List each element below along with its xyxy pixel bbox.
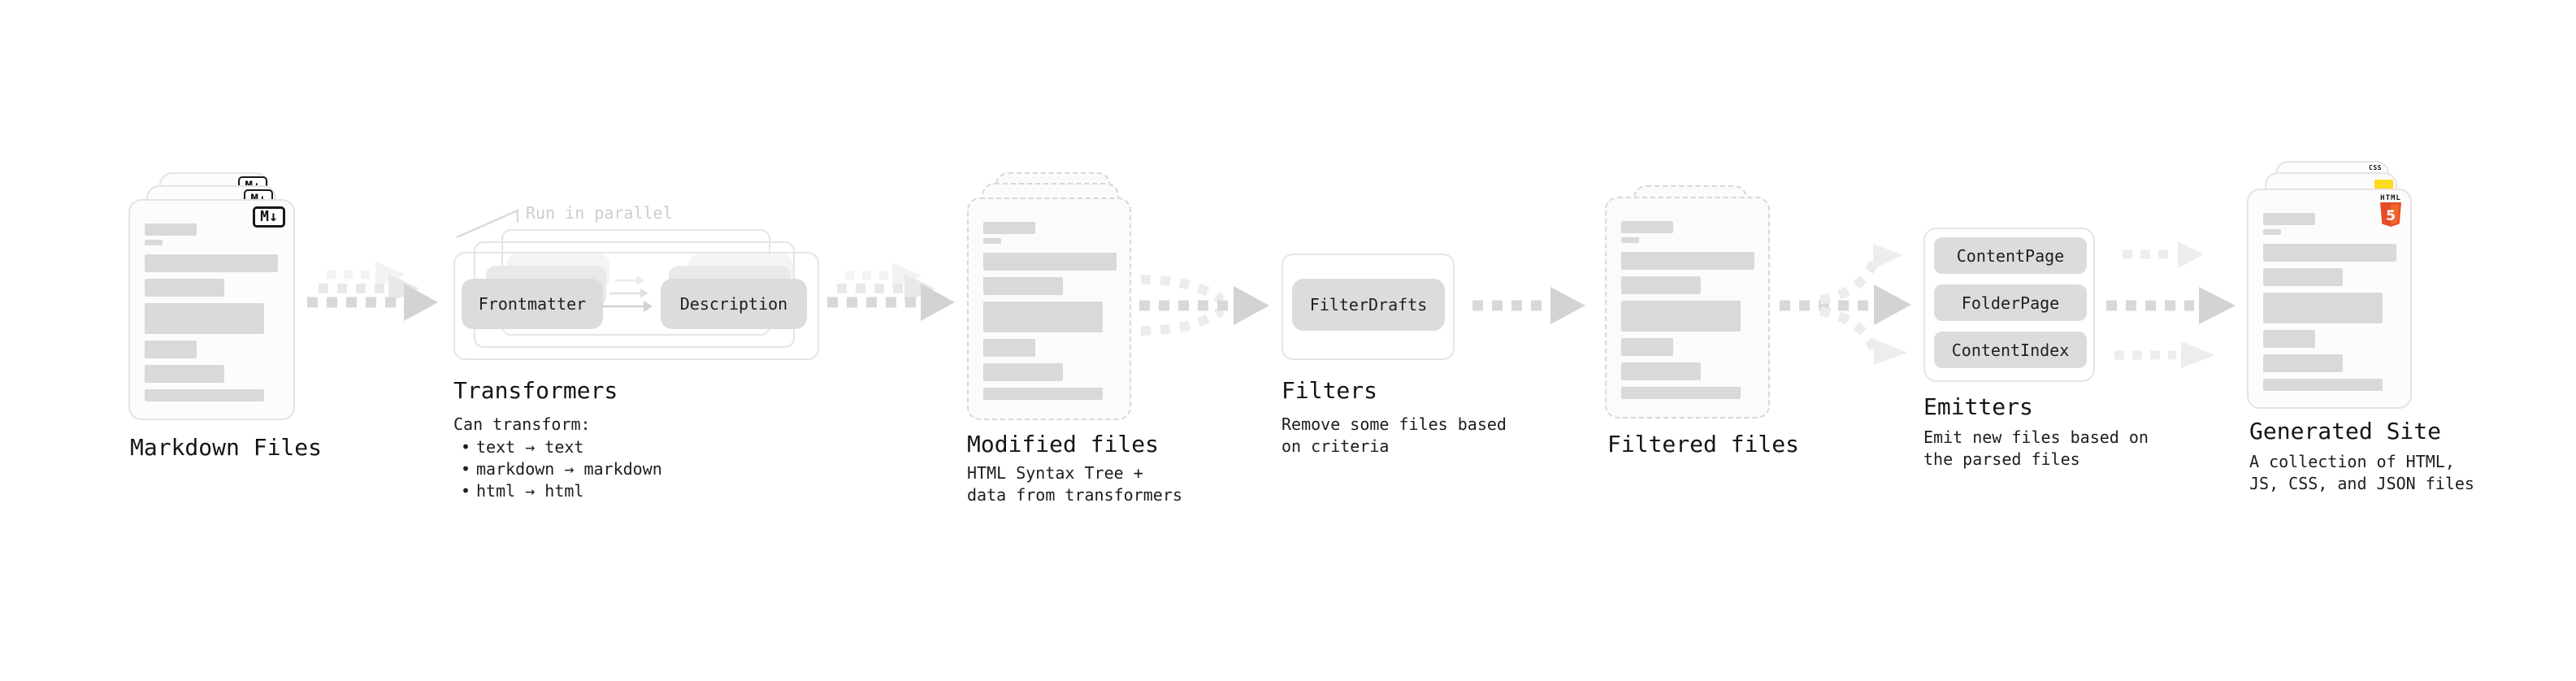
placeholder-bar [983, 238, 1001, 244]
transformers-bullet: •html → html [458, 481, 583, 501]
emitters-container [1923, 228, 2095, 382]
transformers-desc-title: Can transform: [453, 414, 591, 434]
placeholder-bar [2263, 244, 2396, 262]
placeholder-bar [145, 240, 163, 245]
flow-arrow-fanout-to-emitters [1780, 244, 1911, 365]
filters-heading: Filters [1281, 377, 1378, 404]
markdown-files-label: Markdown Files [130, 434, 323, 461]
transformers-bullet: •markdown → markdown [458, 459, 662, 479]
html5-number: 5 [2386, 208, 2396, 224]
contentindex-box: ContentIndex [1934, 332, 2087, 368]
placeholder-text-lines [145, 223, 278, 401]
flow-arrow-merge-to-filters [1139, 275, 1269, 336]
placeholder-bar [1621, 387, 1741, 399]
generated-site-desc: A collection of HTML, [2249, 452, 2455, 471]
placeholder-bar [983, 388, 1103, 400]
bullet-text: html → html [476, 481, 584, 501]
placeholder-bar [983, 339, 1035, 357]
filters-desc: Remove some files based [1281, 414, 1507, 434]
placeholder-text-lines [2263, 213, 2396, 391]
placeholder-bar [2263, 293, 2383, 323]
html5-shield: 5 [2380, 202, 2401, 227]
placeholder-bar [1621, 301, 1741, 332]
placeholder-bar [145, 254, 278, 272]
modified-files-label: Modified files [967, 431, 1160, 458]
placeholder-bar [145, 365, 224, 383]
placeholder-bar [2263, 354, 2343, 372]
placeholder-bar [145, 340, 197, 358]
bullet-text: text → text [476, 437, 584, 457]
placeholder-bar [2263, 268, 2343, 286]
flow-arrow-transformers-to-modified [827, 262, 955, 321]
placeholder-text-lines [1621, 221, 1754, 399]
file-card-html: HTML 5 [2247, 189, 2412, 409]
filters-container [1281, 254, 1455, 360]
placeholder-bar [983, 277, 1063, 295]
filterdrafts-box: FilterDrafts [1292, 279, 1445, 331]
emitters-desc: the parsed files [1923, 449, 2080, 469]
dashed-file-card-front [967, 197, 1131, 420]
placeholder-bar [2263, 229, 2281, 235]
modified-files-desc: HTML Syntax Tree + [967, 463, 1143, 483]
js-icon [2374, 180, 2393, 190]
emitters-desc: Emit new files based on [1923, 427, 2149, 447]
filters-desc: on criteria [1281, 436, 1390, 456]
description-box: Description [661, 279, 807, 329]
frontmatter-box: Frontmatter [462, 279, 603, 329]
generated-site-label: Generated Site [2249, 418, 2442, 445]
bullet-icon: • [460, 437, 471, 457]
placeholder-bar [1621, 338, 1673, 356]
placeholder-bar [145, 279, 224, 297]
run-in-parallel-note: Run in parallel [526, 203, 673, 223]
file-card-front: M↓ [128, 199, 295, 420]
flow-arrow-markdown-to-transformers [307, 262, 438, 321]
dashed-file-card-front [1605, 197, 1770, 419]
placeholder-bar [1621, 237, 1639, 243]
modified-files-desc: data from transformers [967, 485, 1182, 505]
generated-site-desc: JS, CSS, and JSON files [2249, 474, 2474, 493]
placeholder-bar [1621, 252, 1754, 270]
placeholder-bar [145, 223, 197, 236]
placeholder-bar [1621, 276, 1701, 294]
transformers-heading: Transformers [453, 377, 618, 404]
placeholder-bar [2263, 330, 2315, 348]
flow-arrow-filters-to-filtered [1472, 287, 1585, 324]
placeholder-bar [983, 253, 1117, 271]
folderpage-box: FolderPage [1934, 284, 2087, 321]
bullet-icon: • [460, 459, 471, 479]
flow-arrow-emitters-to-site [2106, 241, 2236, 368]
placeholder-bar [2263, 379, 2383, 391]
placeholder-bar [145, 303, 264, 334]
markdown-icon: M↓ [253, 206, 285, 228]
filtered-files-label: Filtered files [1607, 431, 1800, 458]
transformer-container-front [453, 252, 819, 360]
markdown-icon-glyph: M↓ [260, 208, 278, 225]
placeholder-bar [983, 363, 1063, 381]
bullet-text: markdown → markdown [476, 459, 662, 479]
placeholder-bar [2263, 213, 2315, 225]
placeholder-bar [1621, 221, 1673, 233]
placeholder-text-lines [983, 222, 1117, 400]
contentpage-box: ContentPage [1934, 237, 2087, 274]
html5-icon-label: HTML [2380, 194, 2401, 202]
placeholder-bar [983, 301, 1103, 332]
html5-icon: HTML 5 [2380, 194, 2401, 230]
placeholder-bar [145, 389, 264, 401]
placeholder-bar [983, 222, 1035, 234]
bullet-icon: • [460, 481, 471, 501]
emitters-heading: Emitters [1923, 393, 2033, 420]
transformers-bullet: •text → text [458, 437, 583, 457]
placeholder-bar [1621, 362, 1701, 380]
css-icon-label: CSS [2369, 164, 2382, 171]
